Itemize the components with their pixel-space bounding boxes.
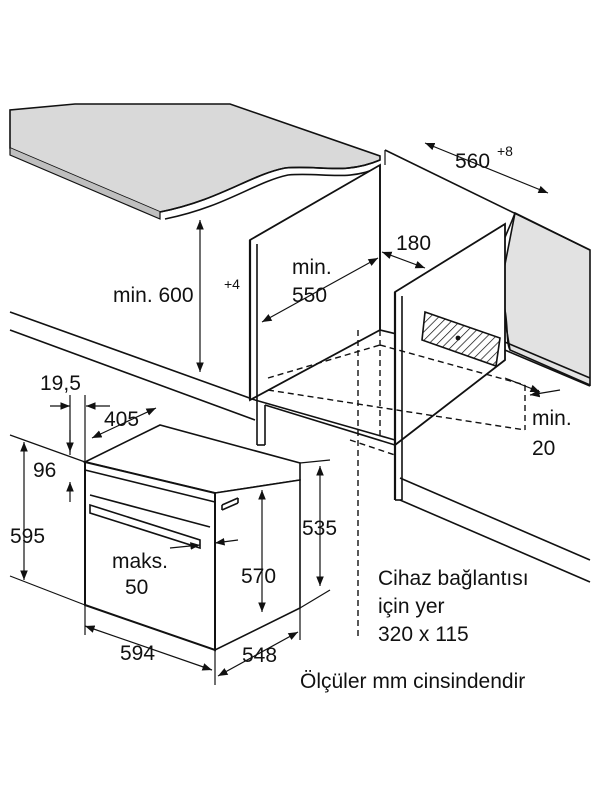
- gap-label-1: min.: [532, 407, 572, 430]
- ventilation-depth-label: 180: [396, 232, 431, 255]
- countertop: [9, 103, 381, 220]
- connection-area: [421, 310, 501, 368]
- connection-note-line3: 320 x 115: [378, 623, 469, 646]
- right-wall: [495, 211, 591, 387]
- gap-label-2: 20: [532, 437, 555, 460]
- hidden-lines: [267, 330, 526, 640]
- cabinet-height-tolerance: +4: [224, 276, 240, 292]
- oven-width-label: 594: [120, 642, 155, 665]
- handle-gap-label-2: 50: [125, 576, 148, 599]
- cabinet-depth-label-2: 550: [292, 284, 327, 307]
- niche-width-label: 560: [455, 150, 490, 173]
- oven: [82, 424, 301, 652]
- niche-width-tolerance: +8: [497, 143, 513, 159]
- top-offset-label: 96: [33, 459, 56, 482]
- units-note: Ölçüler mm cinsindendir: [300, 670, 525, 693]
- oven-height-label: 595: [10, 525, 45, 548]
- inner-height-label: 570: [241, 565, 276, 588]
- frame-thickness-label: 19,5: [40, 372, 81, 395]
- oven-depth-label: 548: [242, 644, 277, 667]
- handle-gap-label-1: maks.: [112, 550, 168, 573]
- cabinet-height-label: min. 600: [113, 284, 194, 307]
- dimension-lines: [9, 142, 561, 685]
- connection-note-line1: Cihaz bağlantısı: [378, 567, 529, 590]
- cabinet-depth-label-1: min.: [292, 256, 332, 279]
- connection-note-line2: için yer: [378, 595, 445, 618]
- body-height-label: 535: [302, 517, 337, 540]
- top-depth-label: 405: [104, 408, 139, 431]
- floor-lines: [9, 149, 591, 583]
